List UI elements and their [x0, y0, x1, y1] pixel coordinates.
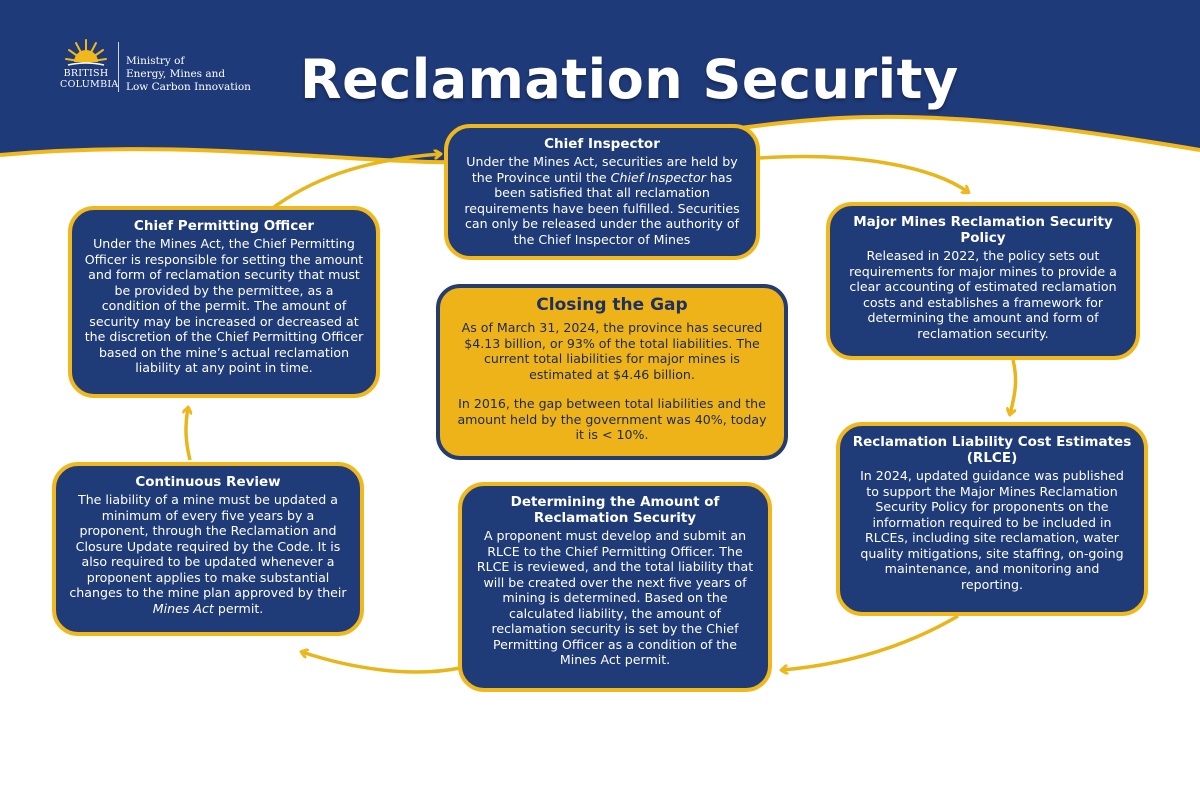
determining-amount-title: Determining the Amount of Reclamation Se…	[510, 494, 720, 526]
ministry-name: Ministry of Energy, Mines and Low Carbon…	[126, 55, 251, 93]
page-title: Reclamation Security	[300, 48, 959, 111]
arrow-rlce-to-determining	[782, 614, 959, 670]
arrow-cpo-to-inspector	[268, 154, 440, 212]
closing-the-gap-body-2: In 2016, the gap between total liabiliti…	[457, 396, 767, 442]
major-mines-policy-box: Major Mines Reclamation Security Policy …	[826, 202, 1140, 360]
chief-inspector-box: Chief Inspector Under the Mines Act, sec…	[444, 124, 760, 260]
determining-amount-box: Determining the Amount of Reclamation Se…	[458, 482, 772, 692]
chief-inspector-title: Chief Inspector	[544, 136, 660, 152]
closing-the-gap-title: Closing the Gap	[536, 295, 688, 315]
arrow-policy-to-rlce	[1010, 359, 1018, 414]
rlce-box: Reclamation Liability Cost Estimates (RL…	[836, 422, 1148, 616]
rlce-body: In 2024, updated guidance was published …	[860, 468, 1124, 592]
chief-permitting-officer-body: Under the Mines Act, the Chief Permittin…	[84, 236, 364, 375]
rlce-title: Reclamation Liability Cost Estimates (RL…	[852, 434, 1132, 466]
header-band	[0, 0, 1200, 163]
chief-inspector-body: Under the Mines Act, securities are held…	[464, 154, 740, 247]
major-mines-policy-body: Released in 2022, the policy sets out re…	[849, 248, 1117, 341]
logo-wordmark: BRITISH COLUMBIA	[60, 68, 119, 90]
closing-the-gap-body-1: As of March 31, 2024, the province has s…	[461, 320, 763, 382]
arrow-inspector-to-policy	[759, 154, 968, 192]
continuous-review-box: Continuous Review The liability of a min…	[52, 462, 364, 636]
chief-permitting-officer-title: Chief Permitting Officer	[133, 218, 315, 234]
continuous-review-body: The liability of a mine must be updated …	[69, 492, 347, 616]
continuous-review-title: Continuous Review	[135, 474, 281, 490]
major-mines-policy-title: Major Mines Reclamation Security Policy	[853, 214, 1113, 246]
determining-amount-body: A proponent must develop and submit an R…	[476, 528, 754, 667]
arrow-determining-to-review	[302, 652, 461, 674]
chief-permitting-officer-box: Chief Permitting Officer Under the Mines…	[68, 206, 380, 398]
sun-icon	[65, 39, 107, 66]
bc-government-logo: BRITISH COLUMBIA Ministry of Energy, Min…	[60, 38, 260, 98]
logo-divider	[118, 42, 119, 92]
arrow-review-to-cpo	[186, 408, 190, 461]
closing-the-gap-box: Closing the Gap As of March 31, 2024, th…	[436, 284, 788, 460]
